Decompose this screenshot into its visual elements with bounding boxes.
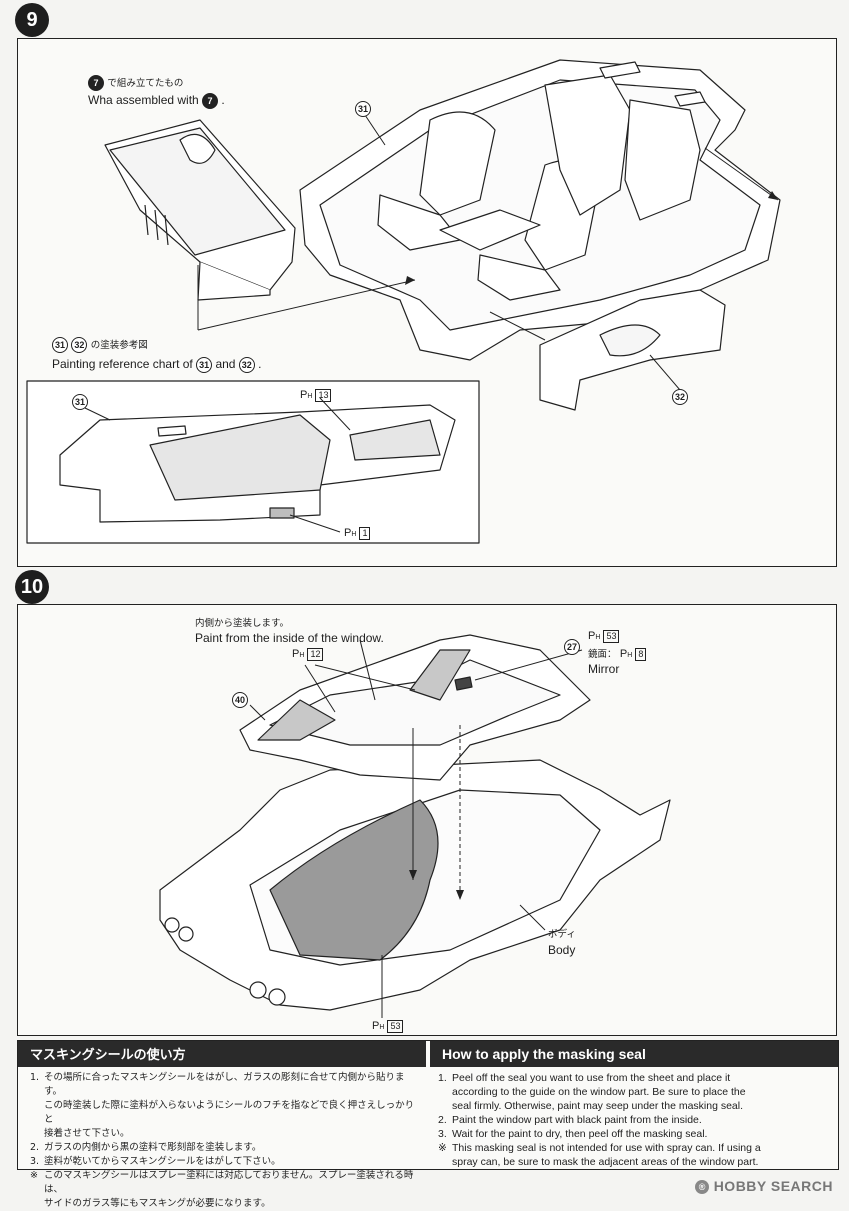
ref-31: 31 bbox=[52, 336, 68, 353]
paint-h53-top-number: 53 bbox=[603, 630, 620, 643]
body-label-en-text: Body bbox=[548, 943, 576, 957]
jp-item: サイドのガラス等にもマスキングが必要になります。 bbox=[44, 1198, 271, 1209]
en-item: 1.Peel off the seal you want to use from… bbox=[438, 1072, 731, 1084]
assembled-note-jp: 7 で組み立てたもの bbox=[88, 74, 183, 92]
en-item: seal firmly. Otherwise, paint may seep u… bbox=[452, 1100, 744, 1112]
inside-note-jp: 内側から塗装します。 bbox=[195, 614, 289, 632]
mirror-label: Mirror bbox=[588, 661, 619, 677]
paint-h8-number: 8 bbox=[635, 648, 647, 661]
body-label-en: Body bbox=[548, 942, 575, 958]
paint-code-h53-bottom: PH 53 bbox=[372, 1020, 404, 1033]
painting-ref-jp: 31 32 の塗装参考図 bbox=[52, 336, 148, 354]
part-7-ref-en: 7 bbox=[202, 92, 219, 109]
watermark-text: HOBBY SEARCH bbox=[713, 1177, 833, 1194]
masking-title-jp: マスキングシールの使い方 bbox=[18, 1041, 426, 1067]
jp-item: 3.塗料が乾いてからマスキングシールをはがして下さい。 bbox=[30, 1156, 281, 1167]
paint-h12-number: 12 bbox=[307, 648, 324, 661]
inside-note-en: Paint from the inside of the window. bbox=[195, 630, 384, 646]
jp-item: 2.ガラスの内側から黒の塗料で彫刻部を塗装します。 bbox=[30, 1142, 262, 1153]
paint-h1-number: 1 bbox=[359, 527, 371, 540]
part-27-label: 27 bbox=[564, 638, 580, 655]
registered-icon: ® bbox=[695, 1180, 710, 1194]
inside-note-en-text: Paint from the inside of the window. bbox=[195, 631, 384, 645]
body-label-jp: ボディ bbox=[548, 925, 576, 943]
part-32-callout: 32 bbox=[672, 388, 688, 405]
paint-code-h13: PH 13 bbox=[300, 389, 332, 402]
part-40-callout: 40 bbox=[232, 691, 248, 708]
hobby-search-watermark: ® HOBBY SEARCH bbox=[695, 1178, 833, 1194]
painting-ref-and: and bbox=[215, 357, 236, 371]
paint-code-h1: PH 1 bbox=[344, 527, 371, 540]
jp-item: ※このマスキングシールはスプレー塗料には対応しておりません。スプレー塗装される時… bbox=[30, 1170, 414, 1195]
masking-list-jp: 1.その場所に合ったマスキングシールをはがし、ガラスの彫刻に合せて内側から貼りま… bbox=[30, 1071, 422, 1211]
ref-31-en: 31 bbox=[196, 356, 213, 373]
masking-seal-instructions: マスキングシールの使い方 How to apply the masking se… bbox=[17, 1040, 839, 1209]
part-40-label: 40 bbox=[232, 691, 248, 708]
mirror-surface-paint: 鏡面： PH 8 bbox=[588, 645, 647, 664]
ref-panel-31-label: 31 bbox=[72, 393, 88, 410]
part-7-ref: 7 bbox=[88, 74, 104, 91]
jp-item: 1.その場所に合ったマスキングシールをはがし、ガラスの彫刻に合せて内側から貼りま… bbox=[30, 1072, 405, 1097]
ref-32-en: 32 bbox=[238, 356, 255, 373]
assembled-note-jp-text: で組み立てたもの bbox=[107, 78, 184, 89]
masking-title-en-text: How to apply the masking seal bbox=[442, 1046, 646, 1062]
painting-ref-jp-text: の塗装参考図 bbox=[90, 340, 148, 351]
jp-item: 接着させて下さい。 bbox=[44, 1128, 130, 1139]
en-item: ※This masking seal is not intended for u… bbox=[438, 1142, 761, 1154]
ref-panel-31: 31 bbox=[72, 393, 88, 410]
mirror-label-text: Mirror bbox=[588, 662, 620, 676]
masking-list-en: 1.Peel off the seal you want to use from… bbox=[438, 1071, 830, 1169]
step-9-badge: 9 bbox=[15, 3, 49, 37]
part-31-label: 31 bbox=[355, 100, 371, 117]
body-label-jp-text: ボディ bbox=[548, 929, 576, 940]
step-10-number: 10 bbox=[20, 575, 44, 598]
en-item: 3.Wait for the paint to dry, then peel o… bbox=[438, 1128, 708, 1140]
part-32-label: 32 bbox=[672, 388, 688, 405]
paint-h13-number: 13 bbox=[315, 389, 332, 402]
en-item: 2.Paint the window part with black paint… bbox=[438, 1114, 702, 1126]
assembled-note-en-text: Wha assembled with bbox=[88, 93, 199, 107]
paint-code-h53-top: PH 53 bbox=[588, 630, 620, 643]
part-31-callout: 31 bbox=[355, 100, 371, 117]
jp-item: この時塗装した際に塗料が入らないようにシールのフチを指などで良く押さえしっかりと bbox=[44, 1100, 415, 1125]
step-10-badge: 10 bbox=[15, 570, 49, 604]
ref-32: 32 bbox=[71, 336, 88, 353]
en-item: according to the guide on the window par… bbox=[452, 1086, 746, 1098]
part-27-callout: 27 bbox=[564, 638, 580, 655]
paint-code-h12: PH 12 bbox=[292, 648, 324, 661]
masking-title-jp-text: マスキングシールの使い方 bbox=[30, 1048, 186, 1063]
step-9-number: 9 bbox=[26, 8, 38, 31]
mirror-surface-jp: 鏡面： bbox=[588, 649, 617, 660]
masking-title-en: How to apply the masking seal bbox=[430, 1041, 838, 1067]
inside-note-jp-text: 内側から塗装します。 bbox=[195, 618, 290, 629]
painting-ref-en-text: Painting reference chart of bbox=[52, 357, 193, 371]
assembled-note-en: Wha assembled with 7 . bbox=[88, 92, 225, 109]
paint-h53-bottom-number: 53 bbox=[387, 1020, 404, 1033]
painting-ref-en: Painting reference chart of 31 and 32 . bbox=[52, 356, 262, 373]
en-item: spray can, be sure to mask the adjacent … bbox=[452, 1156, 759, 1168]
